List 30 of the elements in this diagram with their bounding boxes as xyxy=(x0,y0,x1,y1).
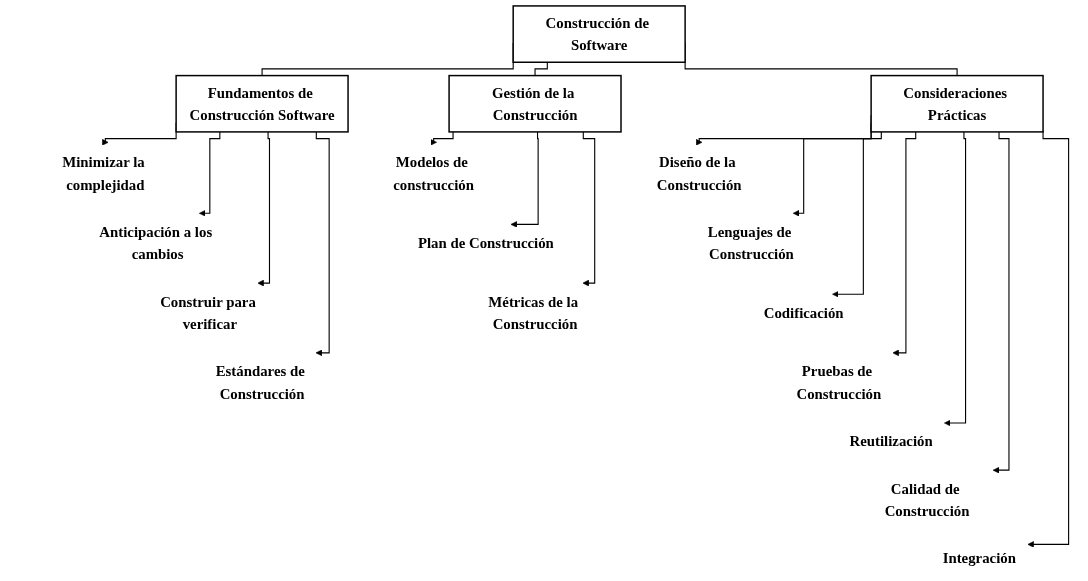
node-box: Construcción de Software xyxy=(512,5,686,63)
node-text: Calidad de Construcción xyxy=(884,480,970,519)
arrow xyxy=(510,131,539,228)
arrow xyxy=(430,131,454,146)
arrow xyxy=(832,131,882,298)
node-text: Reutilización xyxy=(849,432,933,450)
arrow xyxy=(199,131,221,217)
node-text: Pruebas de Construcción xyxy=(796,363,882,402)
connector xyxy=(534,61,548,77)
node-text: Modelos de construcción xyxy=(393,154,474,193)
node-text: Lenguajes de Construcción xyxy=(707,223,794,263)
arrow xyxy=(257,131,271,287)
node-text: Codificación xyxy=(763,304,844,321)
node-text: Minimizar la complejidad xyxy=(62,154,145,193)
node-text: Diseño de la Construcción xyxy=(656,154,742,193)
arrow xyxy=(944,131,967,427)
arrow xyxy=(315,131,330,357)
node-box: Fundamentos de Construcción Software xyxy=(175,74,349,133)
arrow xyxy=(892,131,917,357)
arrow xyxy=(582,131,596,287)
arrow xyxy=(992,131,1010,474)
arrow xyxy=(1027,130,1070,548)
node-text: Estándares de Construcción xyxy=(215,363,305,402)
node-text: Anticipación a los cambios xyxy=(99,223,213,263)
node-box: Consideraciones Prácticas xyxy=(870,74,1044,133)
node-box: Gestión de la Construcción xyxy=(448,74,622,133)
node-text: Métricas de la Construcción xyxy=(488,293,579,332)
node-text: Plan de Construcción xyxy=(417,234,554,252)
node-text: Construir para verificar xyxy=(160,293,256,332)
node-text: Integración xyxy=(942,549,1016,567)
